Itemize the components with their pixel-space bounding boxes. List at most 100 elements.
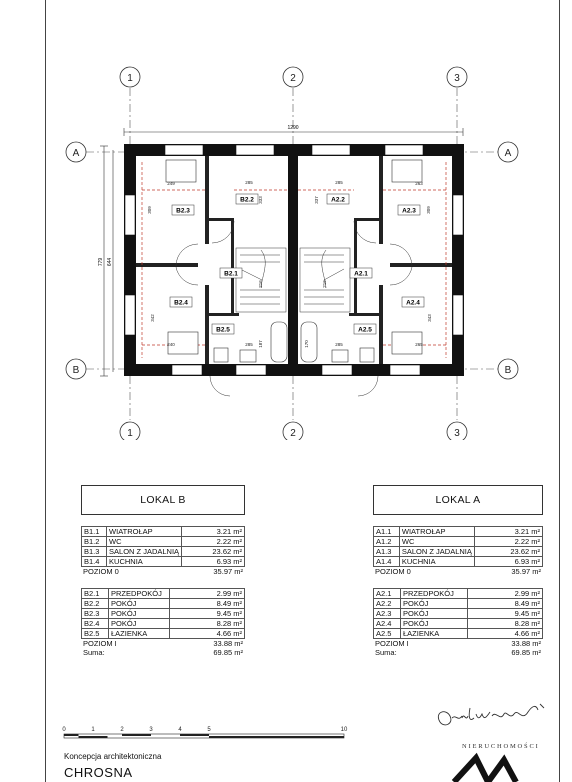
dimension-depth-inner: 644 <box>107 258 113 267</box>
room-name: POKÓJ <box>108 598 170 609</box>
room-a21-tag: A2.1 <box>349 267 373 279</box>
room-code: A1.3 <box>373 546 400 557</box>
room-name: POKÓJ <box>400 598 468 609</box>
svg-text:B2.3: B2.3 <box>176 208 190 215</box>
company-name: NIERUCHOMOŚCI <box>462 742 540 750</box>
floor-plan: 1 2 3 1 2 3 A A B B 1290 779 644 <box>65 66 519 440</box>
room-name: WIATROŁAP <box>106 526 183 537</box>
room-name: PRZEDPOKÓJ <box>400 588 468 599</box>
dim-240: 240 <box>167 342 175 347</box>
lokal-b-floor1-summary: POZIOM I 33.88 m² <box>81 639 245 648</box>
room-code: B1.4 <box>80 556 108 567</box>
dim-170: 170 <box>304 340 309 348</box>
svg-text:A2.3: A2.3 <box>402 208 416 215</box>
room-a24-tag: A2.4 <box>401 296 425 308</box>
room-code: B1.1 <box>80 526 108 537</box>
room-code: A1.1 <box>373 526 400 537</box>
room-area: 3.21 m² <box>473 526 544 537</box>
room-name: ŁAZIENKA <box>108 628 170 639</box>
dim-187: 187 <box>258 340 263 348</box>
room-code: B2.3 <box>81 608 109 619</box>
axis-label-3-top: 3 <box>454 73 460 84</box>
dim-309: 309 <box>147 206 152 214</box>
room-b25-tag: B2.5 <box>211 323 235 335</box>
room-area: 9.45 m² <box>169 608 245 619</box>
drawing-frame <box>45 0 560 782</box>
room-name: POKÓJ <box>400 608 468 619</box>
roof-slope-lines <box>141 162 447 358</box>
lokal-a-title: LOKAL A <box>373 485 543 515</box>
room-code: B1.2 <box>80 536 108 547</box>
svg-text:B2.4: B2.4 <box>174 300 188 307</box>
floor-label: POZIOM I <box>83 639 117 648</box>
sum-total: 69.85 m² <box>511 648 541 657</box>
room-area: 2.99 m² <box>169 588 245 599</box>
dim-343: 343 <box>427 314 432 322</box>
lokal-a-sum: Suma: 69.85 m² <box>373 648 543 657</box>
room-name: POKÓJ <box>400 618 468 629</box>
scale-tick-0: 0 <box>62 727 66 733</box>
room-area: 8.49 m² <box>169 598 245 609</box>
axis-label-2-top: 2 <box>290 73 296 84</box>
axis-label-2-bottom: 2 <box>290 428 296 439</box>
room-area: 8.49 m² <box>467 598 543 609</box>
room-area: 3.21 m² <box>181 526 245 537</box>
room-area: 6.93 m² <box>181 556 245 567</box>
dim-337: 337 <box>314 196 319 204</box>
room-b22-tag: B2.2 <box>235 193 259 205</box>
scale-bar: 0 1 2 3 4 5 10 <box>62 727 348 739</box>
floor-label: POZIOM I <box>375 639 409 648</box>
svg-text:A2.5: A2.5 <box>358 327 372 334</box>
company-logo: NIERUCHOMOŚCI <box>438 703 545 782</box>
footer-title: CHROSNA <box>64 765 133 780</box>
floor-total: 35.97 m² <box>511 567 541 576</box>
lokal-b-title: LOKAL B <box>81 485 245 515</box>
room-b23-tag: B2.3 <box>171 204 195 216</box>
room-name: POKÓJ <box>108 618 170 629</box>
svg-text:B2.1: B2.1 <box>224 271 238 278</box>
axis-label-3-bottom: 3 <box>454 428 460 439</box>
svg-text:B2.2: B2.2 <box>240 197 254 204</box>
room-code: A1.4 <box>373 556 400 567</box>
room-area: 23.62 m² <box>181 546 245 557</box>
svg-text:A2.2: A2.2 <box>331 197 345 204</box>
dimension-width: 1290 <box>287 125 298 131</box>
logo-mark <box>451 752 519 782</box>
room-name: SALON Z JADALNIĄ <box>106 546 183 557</box>
room-b21-tag: B2.1 <box>219 267 243 279</box>
room-area: 8.28 m² <box>467 618 543 629</box>
dim-216b: 216 <box>322 280 327 288</box>
room-name: WC <box>106 536 183 547</box>
room-code: B2.2 <box>81 598 109 609</box>
axis-bubble-2-top <box>282 66 304 88</box>
scale-tick-2: 2 <box>120 727 124 733</box>
room-area: 8.28 m² <box>169 618 245 629</box>
windows <box>124 144 464 376</box>
room-b24-tag: B2.4 <box>169 296 193 308</box>
room-code: A2.5 <box>373 628 401 639</box>
floor-total: 33.88 m² <box>213 639 243 648</box>
room-a22-tag: A2.2 <box>326 193 350 205</box>
sum-label: Suma: <box>375 648 397 657</box>
floor-label: POZIOM 0 <box>83 567 119 576</box>
axis-bubble-b-left <box>65 358 87 380</box>
axis-label-1-top: 1 <box>127 73 133 84</box>
room-code: A2.4 <box>373 618 401 629</box>
signature-mark <box>438 703 545 726</box>
